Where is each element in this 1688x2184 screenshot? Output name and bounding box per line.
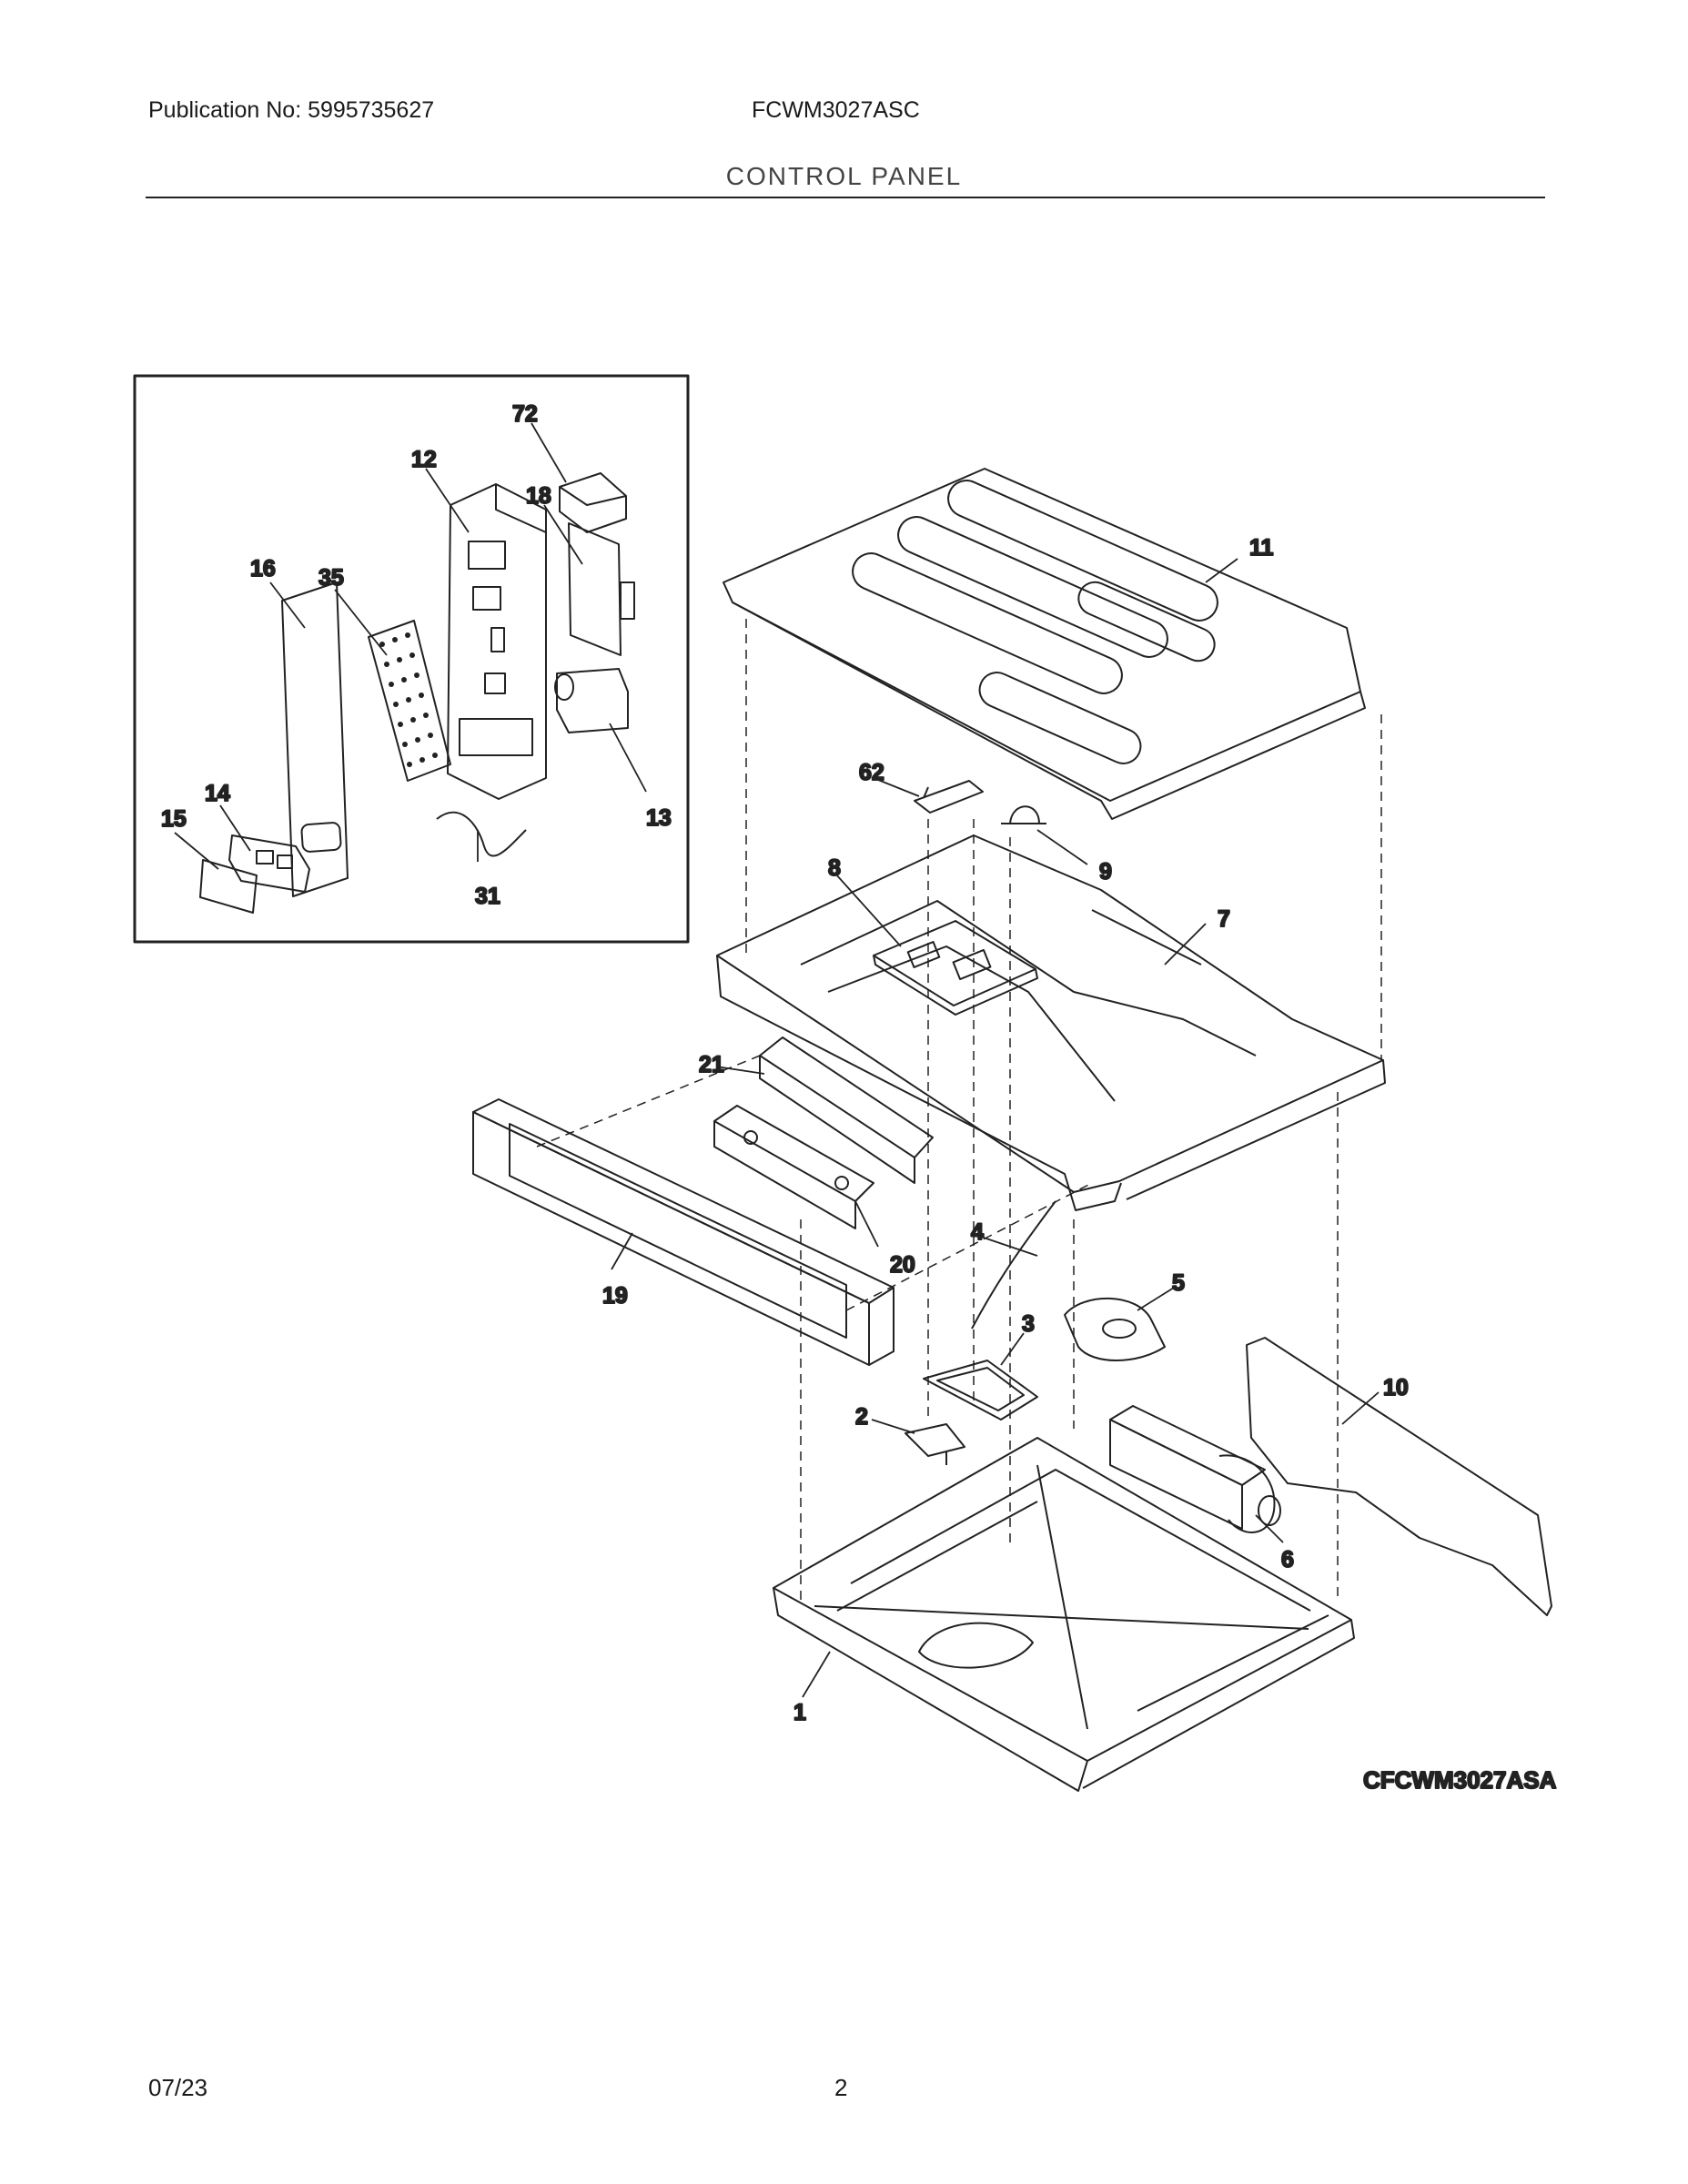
callout-3: 3 bbox=[1022, 1311, 1035, 1337]
model-number: FCWM3027ASC bbox=[752, 97, 920, 123]
part-7-chassis bbox=[716, 834, 1386, 1211]
callout-16: 16 bbox=[250, 556, 276, 581]
callout-6: 6 bbox=[1281, 1547, 1294, 1572]
callout-72: 72 bbox=[512, 401, 538, 427]
part-15-button-cap bbox=[199, 859, 258, 914]
part-1-base-tray bbox=[773, 1437, 1355, 1792]
section-title: CONTROL PANEL bbox=[725, 162, 963, 190]
part-5-blower bbox=[1064, 1297, 1166, 1361]
callout-9: 9 bbox=[1099, 859, 1112, 885]
part-3-gasket bbox=[923, 1360, 1038, 1421]
callout-2: 2 bbox=[855, 1404, 868, 1430]
part-8-control-board bbox=[873, 920, 1038, 1016]
part-12-control-frame bbox=[447, 483, 547, 800]
callout-21: 21 bbox=[699, 1052, 724, 1077]
footer-page-number: 2 bbox=[834, 2074, 848, 2101]
callout-19: 19 bbox=[602, 1283, 628, 1309]
callout-62: 62 bbox=[859, 760, 884, 785]
part-4-sensor-wire bbox=[971, 1200, 1056, 1330]
part-18-display-board bbox=[568, 522, 635, 656]
part-72-electronic-board bbox=[559, 472, 627, 533]
callout-15: 15 bbox=[161, 806, 187, 832]
callout-5: 5 bbox=[1172, 1270, 1185, 1296]
callout-14: 14 bbox=[205, 781, 230, 806]
callout-7: 7 bbox=[1218, 906, 1230, 932]
part-13-knob-bracket bbox=[554, 668, 629, 733]
part-14-button-housing bbox=[228, 834, 310, 893]
callout-10: 10 bbox=[1383, 1375, 1409, 1400]
part-20-ui-board bbox=[713, 1105, 874, 1229]
alignment-lines bbox=[536, 619, 1382, 1602]
part-21-bracket bbox=[759, 1036, 934, 1184]
callout-31: 31 bbox=[475, 884, 500, 909]
part-10-back-cover bbox=[1246, 1337, 1552, 1616]
part-62-terminal-block bbox=[914, 780, 984, 814]
callout-11: 11 bbox=[1249, 535, 1274, 561]
callout-4: 4 bbox=[971, 1219, 984, 1245]
callout-20: 20 bbox=[890, 1252, 915, 1278]
callout-13: 13 bbox=[646, 805, 672, 831]
callout-8: 8 bbox=[828, 855, 841, 881]
callout-12: 12 bbox=[411, 447, 437, 472]
part-16-overlay bbox=[281, 581, 349, 897]
part-31-wire bbox=[436, 811, 527, 857]
header-divider bbox=[146, 197, 1545, 198]
diagram-code: CFCWM3027ASA bbox=[1363, 1766, 1557, 1794]
footer-date: 07/23 bbox=[148, 2074, 208, 2101]
callout-18: 18 bbox=[526, 483, 551, 509]
leader-lines bbox=[174, 422, 1380, 1698]
part-2-clip bbox=[905, 1423, 965, 1465]
inset-frame bbox=[133, 374, 690, 944]
part-9-wire-clamp bbox=[1001, 805, 1046, 824]
part-19-fascia bbox=[472, 1098, 895, 1366]
part-6-heater bbox=[1109, 1405, 1281, 1533]
callout-1: 1 bbox=[793, 1700, 806, 1725]
callout-35: 35 bbox=[318, 565, 344, 591]
part-11-top-panel bbox=[723, 468, 1366, 820]
publication-number: Publication No: 5995735627 bbox=[148, 97, 435, 123]
part-35-keypad bbox=[368, 620, 451, 782]
